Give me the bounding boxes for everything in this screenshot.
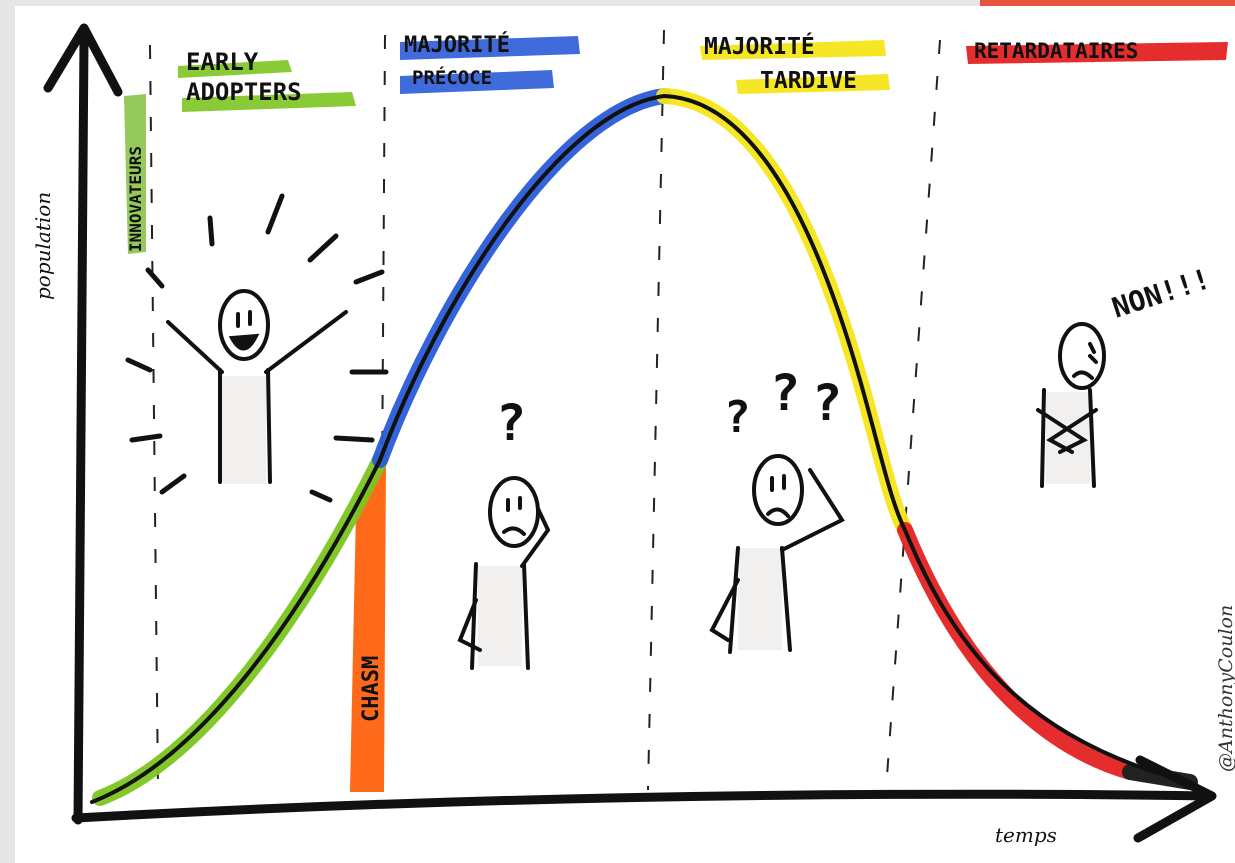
y-axis-arrowhead (43, 23, 123, 97)
y-axis-line (73, 35, 89, 825)
thinking-figure-head (488, 476, 540, 548)
excited-figure-eyes (236, 310, 252, 328)
excited-figure-head (218, 289, 270, 361)
chasm: CHASM (350, 458, 386, 792)
grumpy-figure (1036, 322, 1106, 488)
thinking-question-mark: ? (496, 394, 526, 452)
late-majority-highlight-2 (736, 74, 890, 94)
x-axis-arrowhead (1133, 755, 1217, 843)
divider-innovators (149, 44, 159, 791)
confused-question-mark-2: ? (770, 364, 800, 422)
early-majority-label-line-2: PRÉCOCE (412, 66, 492, 89)
confused-figure-arms (709, 468, 845, 642)
late-majority-label-line-1: MAJORITÉ (704, 32, 815, 60)
segment-dividers (149, 29, 941, 791)
early-highlight-1 (178, 60, 292, 78)
axes (43, 23, 1217, 843)
confused-question-mark-3: ? (812, 374, 842, 432)
thinking-figure-body (470, 562, 530, 670)
early-majority-highlight-2 (400, 70, 554, 94)
thinking-figure-body-fill (478, 566, 522, 666)
late-majority-label-line-2: TARDIVE (760, 68, 857, 94)
early-majority-highlight-1 (400, 36, 580, 60)
early-highlight-2 (182, 92, 356, 112)
excited-figure-arms (166, 310, 348, 374)
innovators-highlight (124, 94, 146, 254)
bell-curve (90, 93, 1192, 804)
laggards-label: RETARDATAIRES (974, 39, 1138, 63)
thinking-figure-face (502, 496, 526, 536)
signature: @AnthonyCoulon (1215, 605, 1235, 772)
x-axis-line (71, 789, 1215, 823)
early-majority-label-line-1: MAJORITÉ (404, 32, 510, 58)
confused-question-mark-1: ? (724, 392, 751, 443)
excited-figure-body (218, 368, 272, 484)
early-label-line-1: EARLY (186, 48, 259, 76)
confused-figure-body (728, 546, 792, 654)
grumpy-figure-head (1058, 322, 1106, 390)
early-label-line-2: ADOPTERS (186, 78, 302, 106)
confused-figure-body-fill (738, 548, 782, 650)
laggards-highlight (966, 42, 1228, 64)
innovators-label: INNOVATEURS (126, 146, 145, 252)
excited-figure (125, 193, 389, 503)
header-highlights (124, 36, 1228, 254)
chasm-label: CHASM (359, 656, 384, 722)
grumpy-figure-face (1072, 342, 1098, 380)
grumpy-figure-crossed-arms (1036, 408, 1098, 454)
excitement-rays (125, 193, 389, 503)
excited-figure-mouth (228, 333, 260, 351)
grumpy-figure-body (1040, 388, 1096, 488)
excited-figure-body-fill (222, 376, 266, 484)
x-axis-label: temps (995, 823, 1057, 847)
thinking-figure (457, 476, 551, 670)
confused-figure-head (752, 454, 804, 526)
confused-figure-face (766, 474, 790, 518)
y-axis-label: population (31, 192, 55, 300)
late-majority-highlight-1 (700, 40, 886, 60)
corner-accent (980, 0, 1235, 6)
chasm-bar (350, 458, 386, 792)
confused-figure (709, 454, 845, 654)
